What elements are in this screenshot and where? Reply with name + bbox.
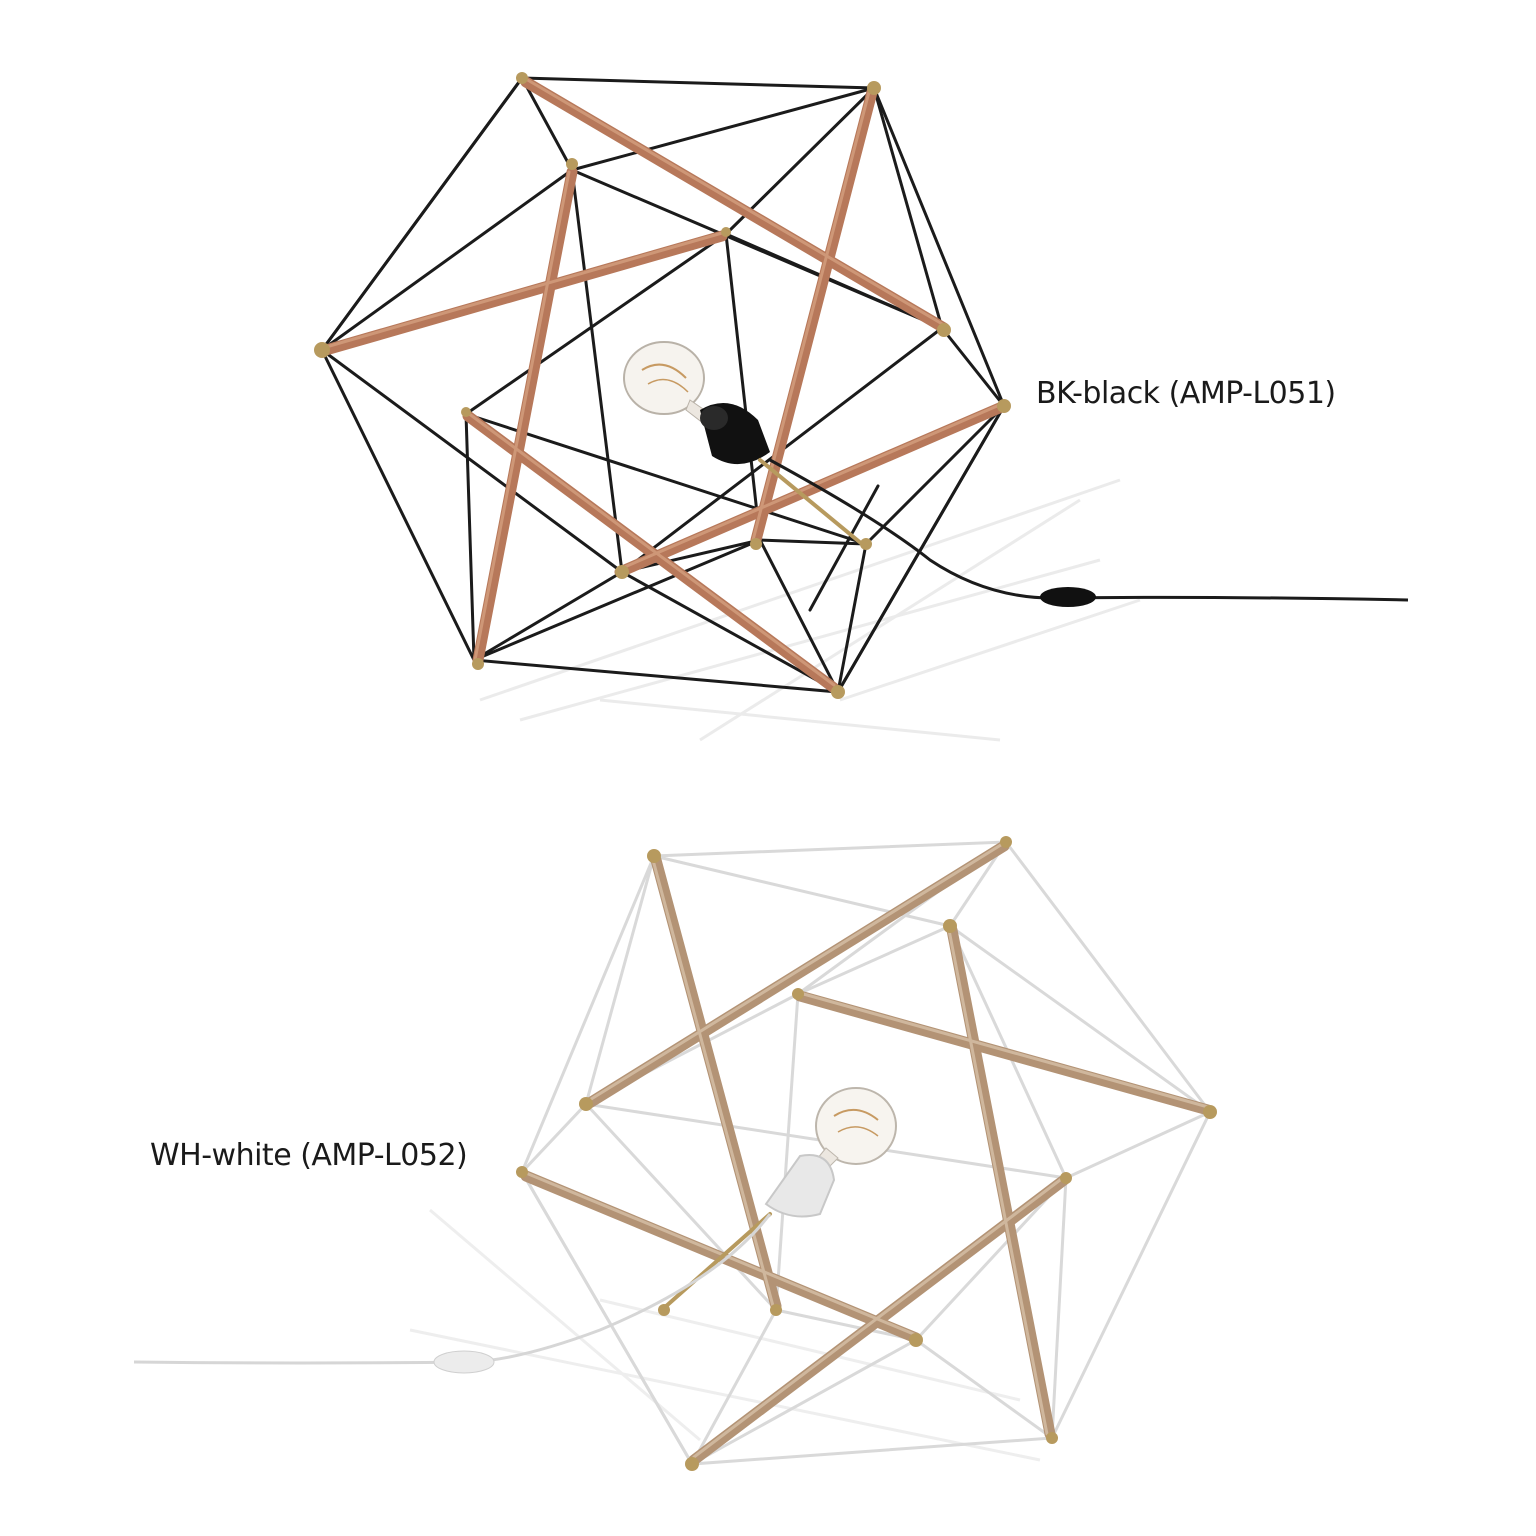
brass-joints — [314, 72, 1011, 699]
power-cord — [133, 1213, 772, 1365]
shadow — [479, 478, 1141, 742]
shadow — [409, 1208, 1041, 1462]
lamp-white — [133, 836, 1217, 1471]
brass-stem — [662, 1212, 772, 1310]
power-cord — [769, 458, 1409, 602]
lamp-black — [314, 72, 1409, 742]
inline-switch — [1040, 587, 1096, 607]
socket — [764, 1154, 836, 1218]
inline-switch — [433, 1350, 495, 1374]
wood-rods — [320, 76, 1010, 694]
brass-stem — [758, 458, 864, 546]
brass-joints — [516, 836, 1217, 1471]
variant-label-white: WH-white (AMP-L052) — [150, 1138, 468, 1173]
wood-rods — [520, 840, 1214, 1466]
socket — [700, 402, 770, 465]
variant-label-black: BK-black (AMP-L051) — [1036, 376, 1336, 411]
